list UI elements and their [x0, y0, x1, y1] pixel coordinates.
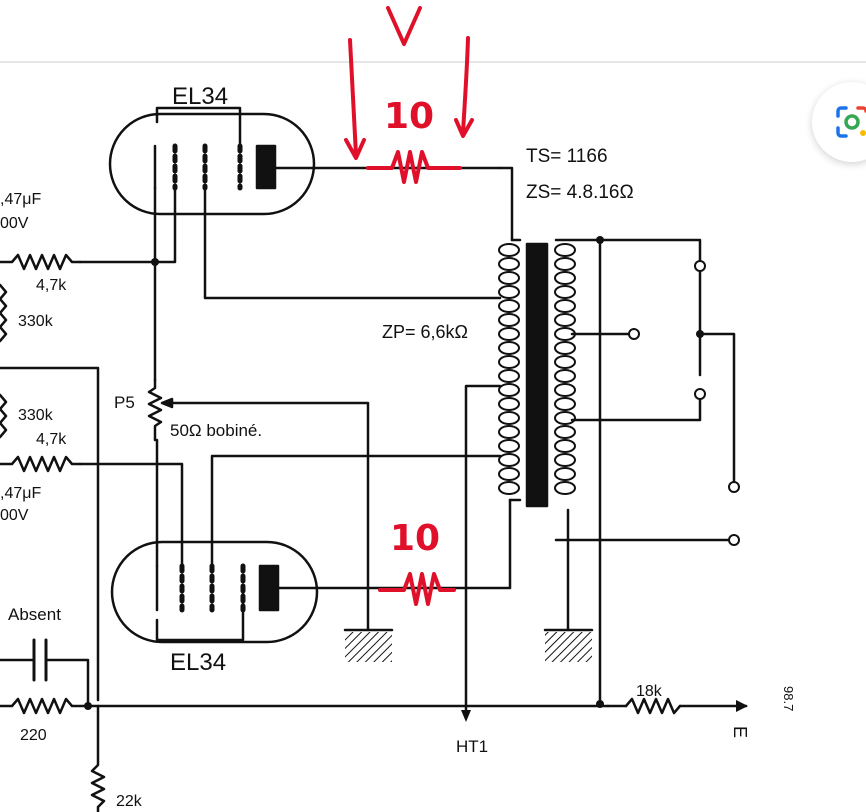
pot-value: 50Ω bobiné. — [170, 421, 262, 440]
pot-label: P5 — [114, 393, 135, 412]
ht1-label: HT1 — [456, 737, 488, 756]
secondary-coil-loop — [554, 257, 576, 271]
secondary-coil-loop — [554, 397, 576, 411]
primary-coil-loop — [498, 467, 520, 481]
secondary-coil-loop — [554, 411, 576, 425]
primary-coil-loop — [498, 453, 520, 467]
cap-top-voltage: 00V — [0, 215, 29, 232]
transformer-core — [525, 242, 549, 508]
ts-label: TS= 1166 — [526, 146, 608, 167]
res-22k-label: 22k — [116, 793, 143, 810]
ht1-arrow — [461, 710, 471, 722]
primary-coil-loop — [498, 481, 520, 495]
zp-label: ZP= 6,6kΩ — [382, 322, 468, 342]
e-label: E — [730, 726, 750, 738]
res-18k-label: 18k — [636, 683, 663, 700]
terminal-4 — [728, 481, 740, 493]
primary-coil-loop — [498, 439, 520, 453]
primary-coil-loop — [498, 383, 520, 397]
resistor-18k — [624, 697, 682, 715]
secondary-coil-loop — [554, 313, 576, 327]
primary-coil-loop — [498, 355, 520, 369]
tube-bottom-label: EL34 — [170, 649, 226, 676]
primary-coil-loop — [498, 285, 520, 299]
resistor-330k-bottom — [0, 393, 8, 439]
secondary-coil-loop — [554, 439, 576, 453]
primary-coil-loop — [498, 257, 520, 271]
primary-coil-loop — [498, 411, 520, 425]
resistor-4k7-top — [0, 253, 82, 271]
primary-coil-loop — [498, 341, 520, 355]
resistor-22k — [90, 704, 106, 812]
terminal-5 — [728, 534, 740, 546]
cap-bottom-voltage: 00V — [0, 507, 29, 524]
primary-coil-loop — [498, 369, 520, 383]
ground-symbol-right — [545, 632, 592, 662]
secondary-coil-loop — [554, 481, 576, 495]
junction-dot — [696, 330, 704, 338]
annotation-arrow-right — [461, 36, 470, 134]
primary-coil-loop — [498, 271, 520, 285]
tube-top-bracket — [155, 106, 242, 150]
secondary-coil-loop — [554, 355, 576, 369]
tube-bottom-envelope — [110, 540, 319, 644]
terminal-1 — [694, 260, 706, 272]
secondary-coil-loop — [554, 369, 576, 383]
red-annotations — [344, 6, 474, 606]
secondary-coil-loop — [554, 243, 576, 257]
pot-p5 — [147, 378, 163, 442]
res-330k-bottom-label: 330k — [18, 407, 54, 424]
cap-top-value: ,47μF — [0, 191, 41, 208]
cap-bottom-value: ,47μF — [0, 485, 41, 502]
annotation-resistor-top — [366, 150, 462, 184]
tube-top-label: EL34 — [172, 83, 228, 110]
primary-coil-loop — [498, 327, 520, 341]
terminal-2 — [628, 328, 640, 340]
secondary-coil-loop — [554, 425, 576, 439]
primary-coil-loop — [498, 425, 520, 439]
google-lens-icon — [836, 106, 866, 138]
annotation-resistor-bottom — [378, 572, 456, 606]
absent-label: Absent — [8, 605, 61, 624]
secondary-coil-loop — [554, 453, 576, 467]
resistor-4k7-bottom — [0, 455, 82, 473]
primary-coil-loop — [498, 243, 520, 257]
annotation-bottom-value: 10 — [390, 518, 440, 559]
primary-coil-loop — [498, 397, 520, 411]
res-330k-top-label: 330k — [18, 313, 54, 330]
e-arrow — [736, 700, 748, 712]
secondary-coil-loop — [554, 467, 576, 481]
zs-label: ZS= 4.8.16Ω — [526, 182, 634, 203]
res-4k7-bottom-label: 4,7k — [36, 431, 67, 448]
secondary-coil-loop — [554, 271, 576, 285]
primary-coil-loop — [498, 299, 520, 313]
secondary-coil-loop — [554, 383, 576, 397]
resistor-220 — [0, 697, 90, 715]
secondary-coil-loop — [554, 341, 576, 355]
annotation-arrow-left — [348, 38, 358, 157]
res-4k7-top-label: 4,7k — [36, 277, 67, 294]
resistor-330k-top — [0, 283, 8, 343]
terminal-3 — [694, 388, 706, 400]
ground-symbol-left — [345, 632, 392, 662]
margin-ref: 98.7 — [781, 686, 796, 711]
secondary-coil-loop — [554, 299, 576, 313]
secondary-coil-loop — [554, 285, 576, 299]
annotation-top-value: 10 — [384, 96, 434, 137]
res-220-label: 220 — [20, 727, 47, 744]
primary-coil-loop — [498, 313, 520, 327]
tube-top-envelope — [108, 112, 316, 216]
annotation-v-mark — [386, 6, 422, 46]
